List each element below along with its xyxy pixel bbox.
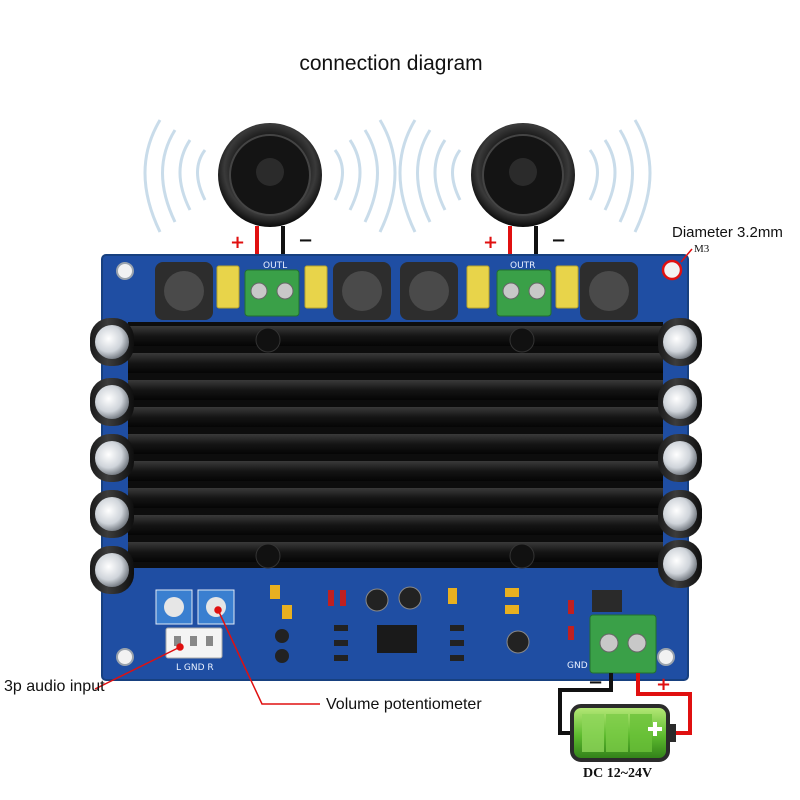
electrolytic-capacitor <box>90 434 134 482</box>
speaker-icon <box>471 123 575 227</box>
power-terminal <box>589 614 657 674</box>
electrolytic-capacitor <box>658 378 702 426</box>
right-positive-sign: + <box>483 232 499 253</box>
film-capacitors <box>216 265 579 309</box>
hole-size-label: M3 <box>694 243 710 255</box>
electrolytic-capacitor <box>90 378 134 426</box>
out-left-label: OUTL <box>263 261 287 271</box>
heatsink-fin <box>128 515 663 535</box>
audio-input-label: 3p audio input <box>4 678 105 695</box>
heatsink-fin <box>128 326 663 346</box>
heatsink-fin <box>128 461 663 481</box>
speaker-icon <box>218 123 322 227</box>
battery-icon <box>570 704 676 762</box>
out-right-label: OUTR <box>510 261 535 271</box>
diagram-title: connection diagram <box>299 52 483 75</box>
left-negative-sign: − <box>298 230 314 251</box>
sound-waves <box>143 119 652 233</box>
electrolytic-capacitor <box>658 540 702 588</box>
power-supply-label: DC 12~24V <box>583 766 653 781</box>
volume-potentiometer-label: Volume potentiometer <box>326 696 482 713</box>
callout-lines <box>94 248 693 705</box>
electrolytic-capacitor <box>658 318 702 366</box>
mounting-holes <box>116 262 675 666</box>
small-components <box>270 585 622 663</box>
heatsink-fin <box>128 488 663 508</box>
electrolytic-capacitor <box>658 434 702 482</box>
power-positive-sign: + <box>656 674 672 695</box>
power-wires <box>558 673 692 735</box>
gnd-label: GND <box>567 661 588 671</box>
left-positive-sign: + <box>230 232 246 253</box>
input-pins-label: L GND R <box>176 663 214 673</box>
audio-input-connector <box>165 627 223 659</box>
heatsink-fin <box>128 407 663 427</box>
electrolytic-capacitor <box>90 318 134 366</box>
electrolytic-capacitors <box>90 318 702 594</box>
electrolytic-capacitor <box>658 490 702 538</box>
heatsink-fin <box>128 434 663 454</box>
mounting-hole-highlight <box>661 259 683 281</box>
heatsink <box>128 322 663 569</box>
heatsink-fin <box>128 380 663 400</box>
right-negative-sign: − <box>551 230 567 251</box>
electrolytic-capacitor <box>90 490 134 538</box>
output-terminal-left <box>244 269 300 317</box>
electrolytic-capacitor <box>90 546 134 594</box>
heatsink-fin <box>128 542 663 562</box>
output-terminal-right <box>496 269 552 317</box>
power-negative-sign: − <box>588 672 604 693</box>
heatsink-fin <box>128 353 663 373</box>
inductors <box>155 262 638 320</box>
hole-diameter-label: Diameter 3.2mm <box>672 224 783 241</box>
